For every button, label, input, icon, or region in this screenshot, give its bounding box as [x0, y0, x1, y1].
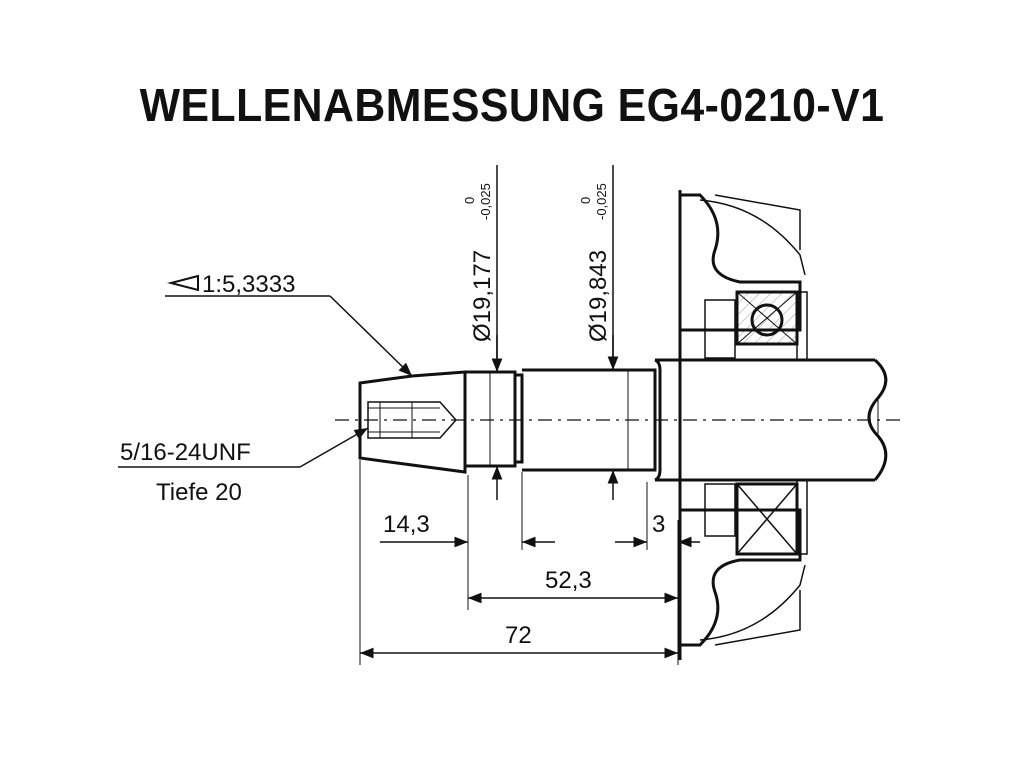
crankcase-section	[678, 190, 808, 660]
thread-callout: 5/16-24UNF Tiefe 20	[118, 427, 369, 506]
diameter-2-tol-upper: 0	[578, 197, 593, 204]
diameter-2-dimension: Ø19,843 0 -0,025	[578, 165, 619, 500]
shaft	[358, 358, 888, 482]
diameter-1-label: Ø19,177	[469, 250, 496, 342]
thread-depth-label: Tiefe 20	[156, 479, 242, 506]
dimension-52-3: 52,3	[468, 567, 678, 604]
dimension-72-label: 72	[505, 622, 532, 649]
diameter-1-tol-upper: 0	[462, 197, 477, 204]
thread-label: 5/16-24UNF	[120, 439, 251, 466]
diameter-2-label: Ø19,843	[585, 250, 612, 342]
taper-callout: 1:5,3333	[165, 271, 413, 377]
diameter-1-tol-lower: -0,025	[478, 183, 493, 220]
diameter-2-tol-lower: -0,025	[594, 183, 609, 220]
dimension-52-3-label: 52,3	[545, 567, 592, 594]
dimension-14-3: 14,3	[380, 511, 555, 548]
dimension-3: 3	[615, 511, 700, 548]
diameter-1-dimension: Ø19,177 0 -0,025	[462, 165, 503, 500]
dimension-3-label: 3	[652, 511, 665, 538]
taper-symbol-icon	[167, 274, 199, 292]
dimension-72: 72	[360, 622, 678, 659]
drawing-title: WELLENABMESSUNG EG4-0210-V1	[139, 79, 885, 131]
dimension-14-3-label: 14,3	[383, 511, 430, 538]
taper-label: 1:5,3333	[202, 271, 295, 298]
